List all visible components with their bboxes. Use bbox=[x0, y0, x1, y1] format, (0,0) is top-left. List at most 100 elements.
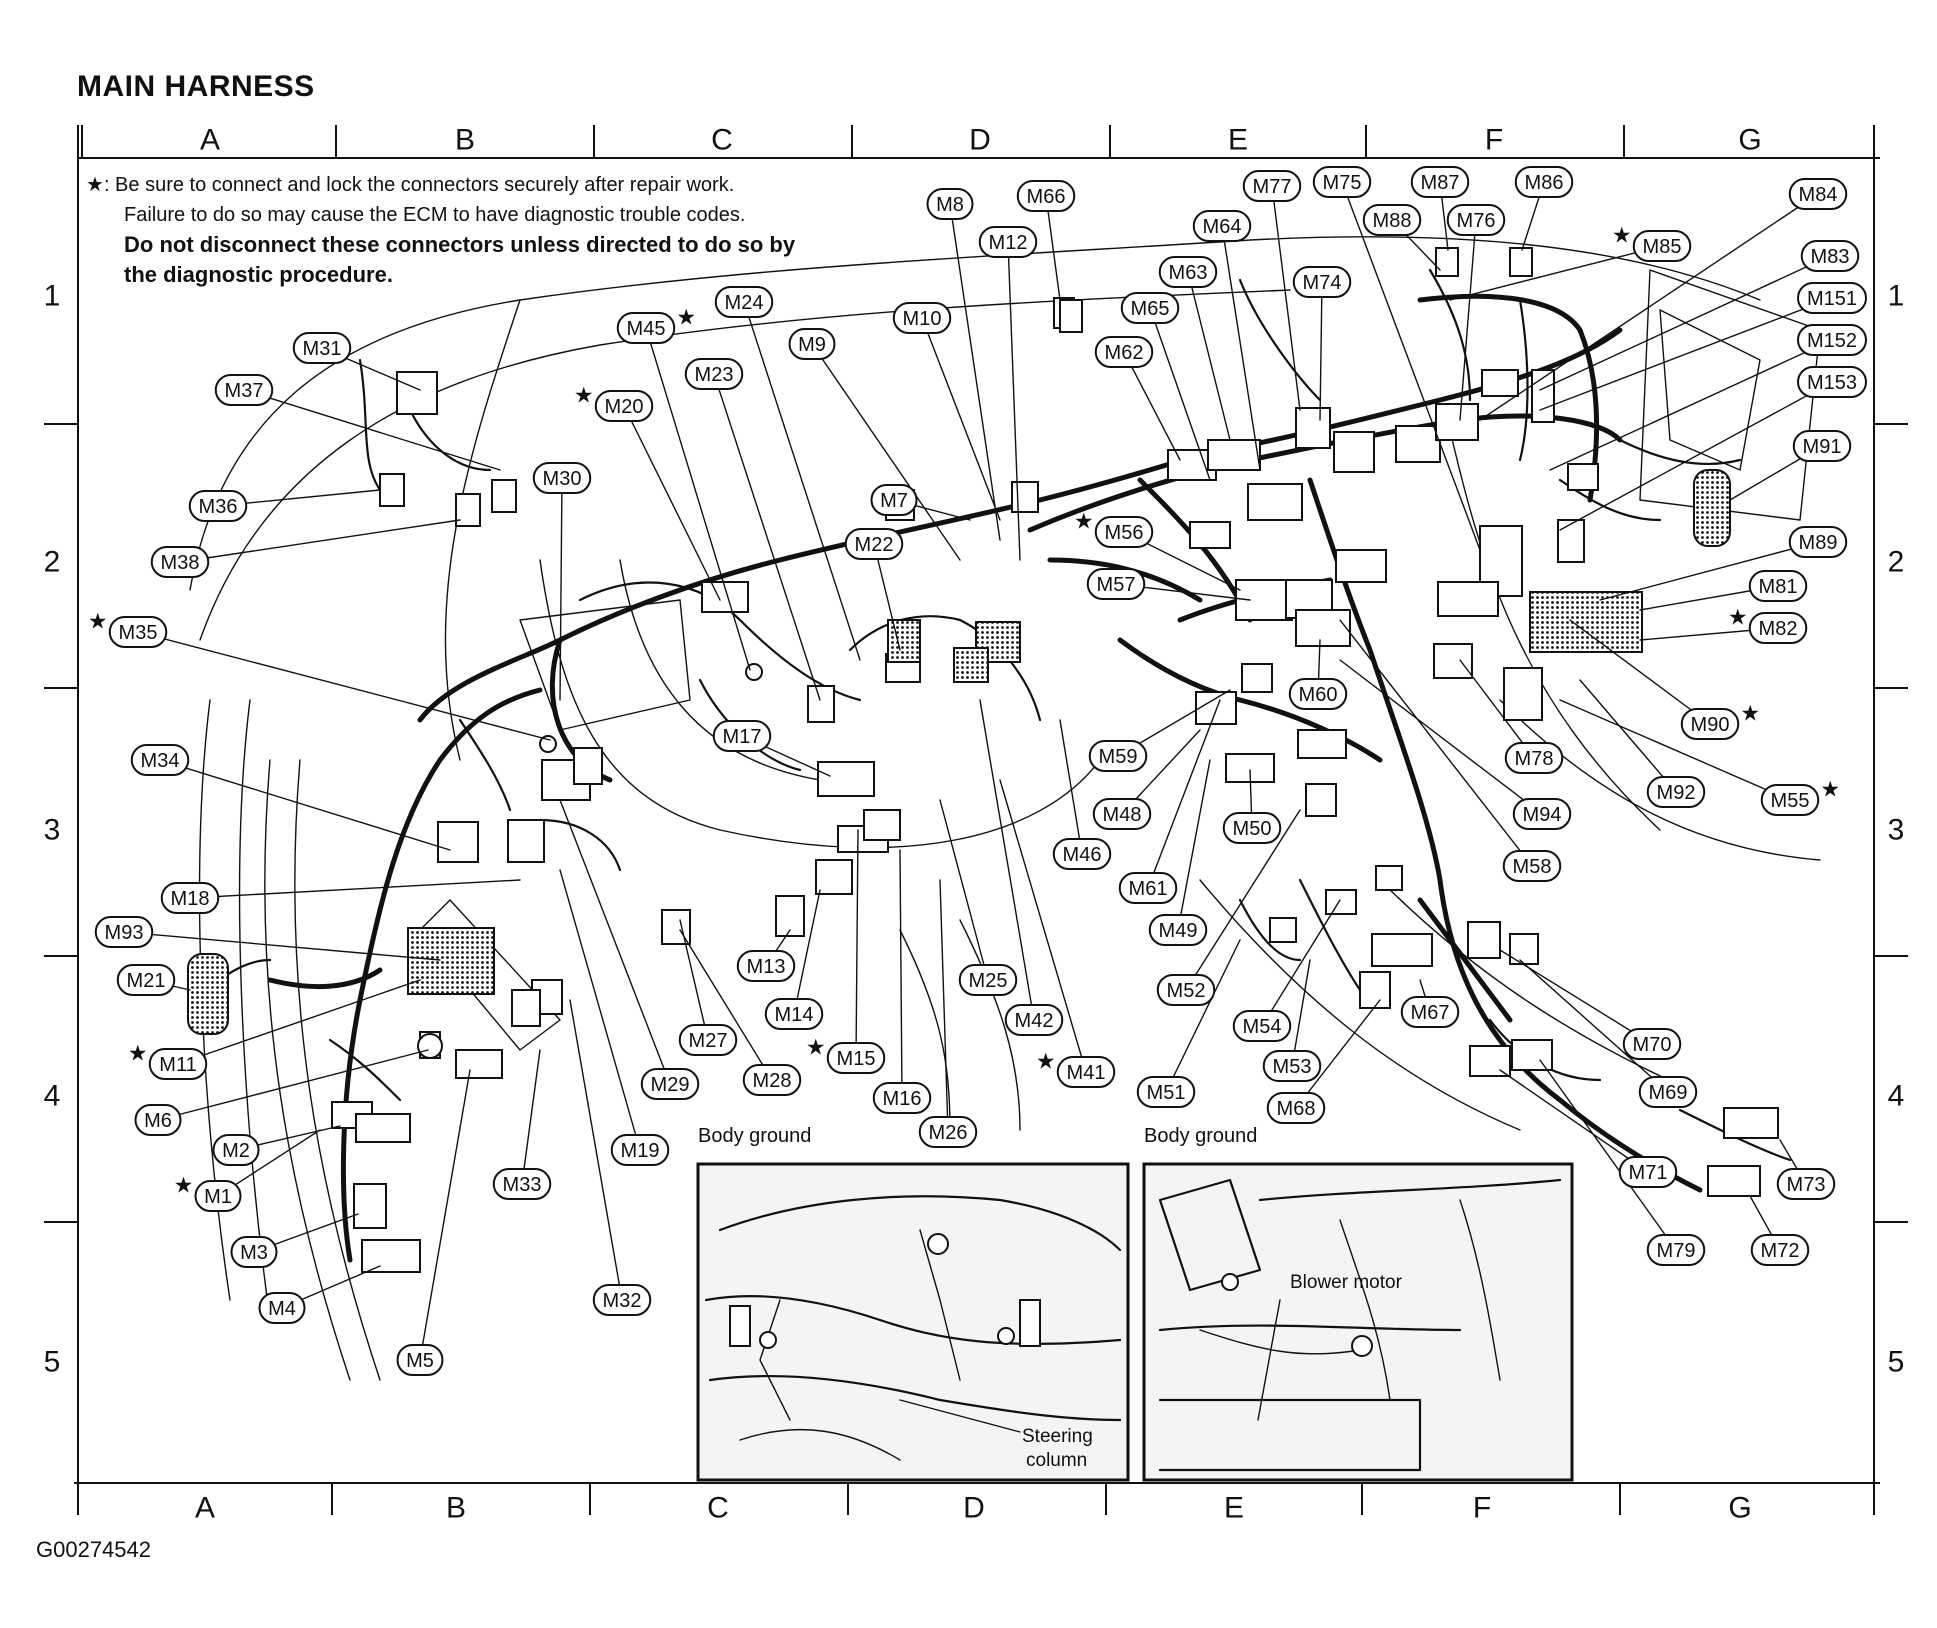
leader-line bbox=[1569, 619, 1711, 725]
leader-line bbox=[1519, 959, 1669, 1093]
grid-frame bbox=[44, 125, 1908, 1515]
leader-line bbox=[521, 1049, 541, 1185]
leader-line bbox=[189, 879, 521, 899]
page-title: MAIN HARNESS bbox=[77, 70, 315, 103]
connector-label-m2: M2 bbox=[212, 1134, 260, 1166]
column-label-bottom: E bbox=[1224, 1492, 1244, 1525]
leader-line bbox=[137, 631, 551, 741]
column-label-top: C bbox=[711, 124, 733, 157]
connector-label-m56: M56★ bbox=[1074, 510, 1154, 548]
connector-label-m42: M42 bbox=[1004, 1004, 1064, 1036]
connector-label-m75: M75 bbox=[1312, 166, 1372, 198]
connector-label-m86: M86 bbox=[1514, 166, 1574, 198]
connector-id: M35 bbox=[119, 622, 158, 644]
connector-label-m13: M13 bbox=[736, 950, 796, 982]
connector-id: M20 bbox=[605, 396, 644, 418]
connector-label-m46: M46 bbox=[1052, 838, 1112, 870]
leader-line bbox=[743, 301, 861, 661]
leader-line bbox=[157, 1049, 429, 1121]
leader-line bbox=[1499, 1069, 1649, 1173]
star-icon: ★ bbox=[1036, 1050, 1056, 1075]
connector-id: M9 bbox=[798, 334, 826, 356]
leader-line bbox=[949, 203, 1001, 541]
connector-id: M54 bbox=[1243, 1016, 1282, 1038]
connector-id: M19 bbox=[621, 1140, 660, 1162]
star-icon: ★ bbox=[88, 610, 108, 635]
connector-id: M72 bbox=[1761, 1240, 1800, 1262]
leader-line bbox=[559, 799, 671, 1085]
connector-label-m25: M25 bbox=[958, 964, 1018, 996]
connector-id: M21 bbox=[127, 970, 166, 992]
leader-line bbox=[939, 799, 989, 981]
inset-steering-label: Steering bbox=[1022, 1426, 1093, 1447]
connector-id: M64 bbox=[1203, 216, 1242, 238]
column-label-top: E bbox=[1228, 124, 1248, 157]
connector-id: M83 bbox=[1811, 246, 1850, 268]
connector-label-m22: M22 bbox=[844, 528, 904, 560]
connector-label-m151: M151 bbox=[1797, 282, 1867, 314]
leader-line bbox=[1149, 307, 1211, 481]
leader-line bbox=[1271, 185, 1301, 411]
connector-id: M68 bbox=[1277, 1098, 1316, 1120]
leader-line bbox=[1045, 195, 1061, 301]
column-label-bottom: D bbox=[963, 1492, 985, 1525]
connector-label-m63: M63 bbox=[1158, 256, 1218, 288]
connector-id: M57 bbox=[1097, 574, 1136, 596]
column-label-bottom: G bbox=[1728, 1492, 1751, 1525]
connector-id: M53 bbox=[1273, 1056, 1312, 1078]
connector-id: M56 bbox=[1105, 522, 1144, 544]
connector-label-m17: M17 bbox=[712, 720, 772, 752]
connector-label-m21: M21 bbox=[116, 964, 176, 996]
connector-id: M79 bbox=[1657, 1240, 1696, 1262]
leader-line bbox=[1539, 255, 1831, 391]
connector-id: M93 bbox=[105, 922, 144, 944]
connector-label-m50: M50 bbox=[1222, 812, 1282, 844]
connector-label-m31: M31 bbox=[292, 332, 352, 364]
connector-id: M25 bbox=[969, 970, 1008, 992]
connector-label-m38: M38 bbox=[150, 546, 210, 578]
leader-line bbox=[1341, 181, 1481, 551]
leader-line bbox=[1177, 759, 1211, 931]
connector-label-m58: M58 bbox=[1502, 850, 1562, 882]
connector-id: M16 bbox=[883, 1088, 922, 1110]
connector-label-m90: M90★ bbox=[1680, 702, 1760, 740]
column-label-top: D bbox=[969, 124, 991, 157]
connector-id: M77 bbox=[1253, 176, 1292, 198]
connector-id: M70 bbox=[1633, 1034, 1672, 1056]
connector-label-m51: M51 bbox=[1136, 1076, 1196, 1108]
connector-label-m1: M1★ bbox=[174, 1174, 242, 1212]
connector-label-m24: M24 bbox=[714, 286, 774, 318]
connector-label-m8: M8 bbox=[926, 188, 974, 220]
connector-label-m67: M67 bbox=[1400, 996, 1460, 1028]
connector-id: M61 bbox=[1129, 878, 1168, 900]
connector-id: M30 bbox=[543, 468, 582, 490]
column-label-bottom: F bbox=[1473, 1492, 1491, 1525]
column-label-bottom: A bbox=[195, 1492, 215, 1525]
connector-id: M86 bbox=[1525, 172, 1564, 194]
connector-id: M74 bbox=[1303, 272, 1342, 294]
connector-id: M51 bbox=[1147, 1082, 1186, 1104]
connector-id: M69 bbox=[1649, 1082, 1688, 1104]
star-icon: ★ bbox=[128, 1042, 148, 1067]
star-icon: ★ bbox=[1612, 224, 1632, 249]
connector-label-m6: M6 bbox=[134, 1104, 182, 1136]
inset-right-caption: Body ground bbox=[1144, 1125, 1257, 1147]
connector-label-m89: M89 bbox=[1788, 526, 1848, 558]
leader-line bbox=[623, 405, 721, 601]
connector-id: M34 bbox=[141, 750, 180, 772]
connector-id: M73 bbox=[1787, 1174, 1826, 1196]
leader-line bbox=[1007, 241, 1021, 561]
connector-id: M13 bbox=[747, 956, 786, 978]
leader-line bbox=[1459, 219, 1477, 421]
connector-label-m3: M3 bbox=[230, 1236, 278, 1268]
leader-line bbox=[1319, 281, 1323, 421]
connector-label-m87: M87 bbox=[1410, 166, 1470, 198]
connector-label-m45: M45★ bbox=[616, 306, 696, 344]
leader-line bbox=[939, 879, 949, 1133]
connector-label-m5: M5 bbox=[396, 1344, 444, 1376]
connector-label-m92: M92 bbox=[1646, 776, 1706, 808]
connector-label-m49: M49 bbox=[1148, 914, 1208, 946]
